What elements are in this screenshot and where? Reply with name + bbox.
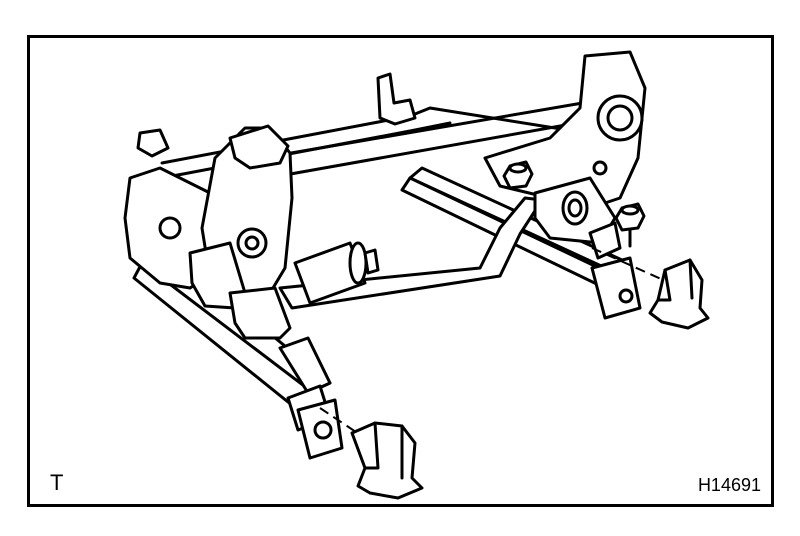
figure-code: H14691 [697, 475, 761, 495]
mounting-nut-front [502, 160, 534, 190]
assembly-line-front [319, 407, 366, 439]
corner-label: T [50, 470, 64, 495]
upper-frame-bar [160, 106, 632, 165]
front-leg-bracket [350, 421, 424, 500]
power-seat-motor [293, 241, 380, 305]
figure-frame: T H14691 [27, 35, 774, 507]
mounting-nut-rear [614, 202, 646, 248]
recliner-mechanism [123, 124, 294, 340]
rear-upright-bracket [376, 72, 417, 126]
assembly-line-rear [591, 247, 671, 284]
seat-frame-assembly-drawing [123, 50, 710, 500]
rear-leg-bracket [648, 258, 710, 330]
